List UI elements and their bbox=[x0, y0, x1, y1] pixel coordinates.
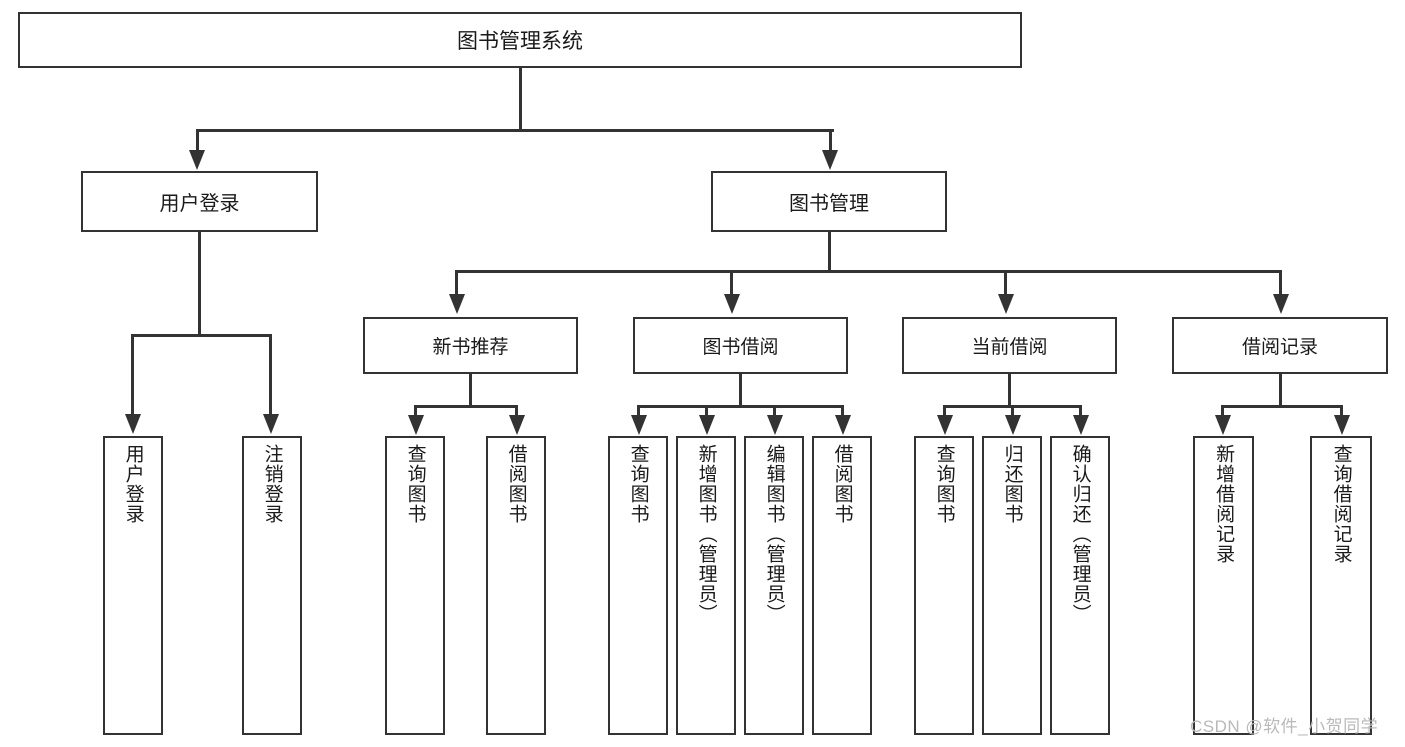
node-leaf-query-books-borrow-label: 查询图书 bbox=[627, 444, 649, 524]
node-leaf-confirm-return-admin[interactable]: 确认归还（管理员） bbox=[1050, 436, 1110, 735]
arrow-book-mgmt-to-borrow bbox=[724, 294, 740, 314]
connector-book-mgmt-drop-1 bbox=[455, 270, 458, 296]
node-leaf-add-book-admin-label: 新增图书（管理员） bbox=[695, 444, 717, 624]
connector-borrow-drop-2 bbox=[705, 405, 708, 417]
arrow-borrow-leaf-1 bbox=[631, 415, 647, 435]
connector-book-mgmt-stem bbox=[828, 232, 831, 272]
node-book-borrowing-label: 图书借阅 bbox=[702, 337, 779, 358]
connector-records-drop-2 bbox=[1340, 405, 1343, 417]
connector-current-drop-1 bbox=[943, 405, 946, 417]
arrow-user-login-leaf-1 bbox=[125, 414, 141, 434]
arrow-book-mgmt-to-current bbox=[998, 294, 1014, 314]
node-leaf-user-login-label: 用户登录 bbox=[122, 444, 144, 524]
node-leaf-user-login[interactable]: 用户登录 bbox=[103, 436, 163, 735]
connector-book-mgmt-bus bbox=[455, 270, 1280, 273]
node-leaf-query-books-new-label: 查询图书 bbox=[404, 444, 426, 524]
node-user-login-label: 用户登录 bbox=[159, 193, 240, 215]
node-book-management[interactable]: 图书管理 bbox=[711, 171, 947, 232]
node-leaf-borrow-books-new-label: 借阅图书 bbox=[505, 444, 527, 524]
arrow-current-leaf-1 bbox=[937, 415, 953, 435]
connector-book-mgmt-drop-4 bbox=[1279, 270, 1282, 296]
connector-new-books-bus bbox=[414, 405, 517, 408]
arrow-borrow-leaf-2 bbox=[699, 415, 715, 435]
node-leaf-query-borrow-record[interactable]: 查询借阅记录 bbox=[1310, 436, 1372, 735]
connector-book-mgmt-drop-2 bbox=[730, 270, 733, 296]
node-borrow-records-label: 借阅记录 bbox=[1241, 337, 1318, 358]
csdn-watermark: CSDN @软件_小贺同学 bbox=[1190, 717, 1379, 736]
connector-new-books-drop-2 bbox=[515, 405, 518, 417]
arrow-records-leaf-2 bbox=[1334, 415, 1350, 435]
connector-borrow-stem bbox=[739, 374, 742, 407]
node-book-borrowing[interactable]: 图书借阅 bbox=[633, 317, 848, 374]
connector-borrow-drop-4 bbox=[841, 405, 844, 417]
node-leaf-query-borrow-record-label: 查询借阅记录 bbox=[1330, 444, 1352, 564]
arrow-user-login-leaf-2 bbox=[263, 414, 279, 434]
arrow-records-leaf-1 bbox=[1215, 415, 1231, 435]
node-user-login[interactable]: 用户登录 bbox=[81, 171, 318, 232]
connector-root-bus bbox=[196, 129, 834, 132]
node-leaf-return-books-label: 归还图书 bbox=[1001, 444, 1023, 524]
node-leaf-add-book-admin[interactable]: 新增图书（管理员） bbox=[676, 436, 736, 735]
connector-user-login-drop-2 bbox=[269, 334, 272, 416]
node-leaf-borrow-books-label: 借阅图书 bbox=[831, 444, 853, 524]
connector-user-login-stem bbox=[198, 232, 201, 336]
node-leaf-logout[interactable]: 注销登录 bbox=[242, 436, 302, 735]
connector-records-bus bbox=[1221, 405, 1343, 408]
connector-new-books-drop-1 bbox=[414, 405, 417, 417]
arrow-new-books-leaf-2 bbox=[509, 415, 525, 435]
connector-borrow-drop-1 bbox=[637, 405, 640, 417]
connector-current-drop-2 bbox=[1011, 405, 1014, 417]
node-leaf-return-books[interactable]: 归还图书 bbox=[982, 436, 1042, 735]
node-new-book-recommendation-label: 新书推荐 bbox=[432, 337, 509, 358]
node-leaf-confirm-return-admin-label: 确认归还（管理员） bbox=[1069, 444, 1091, 624]
connector-new-books-stem bbox=[469, 374, 472, 407]
connector-records-stem bbox=[1279, 374, 1282, 407]
connector-root-to-book-mgmt bbox=[829, 129, 832, 154]
node-leaf-query-books-current[interactable]: 查询图书 bbox=[914, 436, 974, 735]
arrow-book-mgmt-to-records bbox=[1273, 294, 1289, 314]
node-leaf-edit-book-admin-label: 编辑图书（管理员） bbox=[763, 444, 785, 624]
arrow-root-to-book-mgmt bbox=[822, 150, 838, 170]
arrow-new-books-leaf-1 bbox=[408, 415, 424, 435]
connector-root-stem bbox=[519, 68, 522, 130]
connector-borrow-drop-3 bbox=[773, 405, 776, 417]
node-current-borrowing-label: 当前借阅 bbox=[971, 337, 1048, 358]
node-leaf-query-books-current-label: 查询图书 bbox=[933, 444, 955, 524]
node-leaf-query-books-new[interactable]: 查询图书 bbox=[385, 436, 445, 735]
connector-current-stem bbox=[1008, 374, 1011, 407]
node-leaf-borrow-books[interactable]: 借阅图书 bbox=[812, 436, 872, 735]
connector-root-to-user-login bbox=[196, 129, 199, 154]
connector-records-drop-1 bbox=[1221, 405, 1224, 417]
arrow-borrow-leaf-3 bbox=[767, 415, 783, 435]
arrow-borrow-leaf-4 bbox=[835, 415, 851, 435]
node-current-borrowing[interactable]: 当前借阅 bbox=[902, 317, 1117, 374]
node-leaf-query-books-borrow[interactable]: 查询图书 bbox=[608, 436, 668, 735]
arrow-book-mgmt-to-new-books bbox=[449, 294, 465, 314]
node-leaf-borrow-books-new[interactable]: 借阅图书 bbox=[486, 436, 546, 735]
arrow-current-leaf-3 bbox=[1073, 415, 1089, 435]
arrow-current-leaf-2 bbox=[1005, 415, 1021, 435]
node-leaf-add-borrow-record-label: 新增借阅记录 bbox=[1213, 444, 1235, 564]
node-leaf-add-borrow-record[interactable]: 新增借阅记录 bbox=[1193, 436, 1254, 735]
node-root[interactable]: 图书管理系统 bbox=[18, 12, 1022, 68]
node-leaf-edit-book-admin[interactable]: 编辑图书（管理员） bbox=[744, 436, 804, 735]
node-leaf-logout-label: 注销登录 bbox=[261, 444, 283, 524]
arrow-root-to-user-login bbox=[189, 150, 205, 170]
connector-borrow-bus bbox=[637, 405, 844, 408]
node-root-label: 图书管理系统 bbox=[457, 30, 583, 53]
connector-user-login-drop-1 bbox=[131, 334, 134, 416]
node-borrow-records[interactable]: 借阅记录 bbox=[1172, 317, 1388, 374]
node-book-management-label: 图书管理 bbox=[789, 193, 869, 215]
connector-current-drop-3 bbox=[1079, 405, 1082, 417]
connector-user-login-bus bbox=[131, 334, 271, 337]
connector-book-mgmt-drop-3 bbox=[1004, 270, 1007, 296]
node-new-book-recommendation[interactable]: 新书推荐 bbox=[363, 317, 578, 374]
